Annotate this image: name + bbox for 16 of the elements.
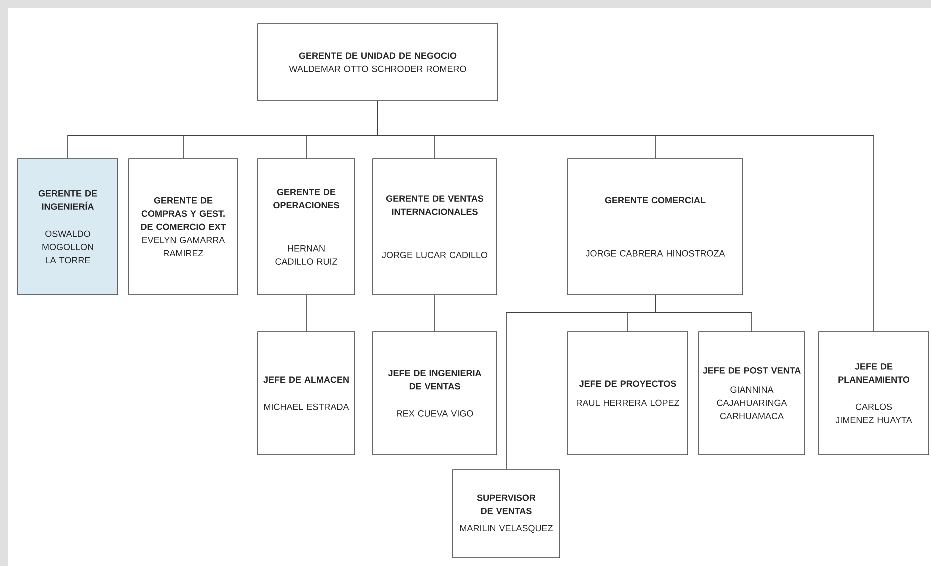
org-box: JEFE DE PLANEAMIENTO CARLOS JIMENEZ HUAYTA [818, 332, 930, 456]
connector-line [434, 295, 436, 332]
org-box: GERENTE DE VENTAS INTERNACIONALES JORGE LUCAR CADILLO [372, 158, 498, 296]
org-box: JEFE DE ALMACEN MICHAEL ESTRADA [258, 332, 356, 456]
org-box: GERENTE DE OPERACIONES HERNAN CADILLO RUIZ [258, 158, 356, 296]
org-box: GERENTE DE COMPRAS Y GEST. DE COMERCIO EXT EVELYN GAMARRA RAMIREZ [128, 158, 238, 296]
connector-line [306, 295, 307, 332]
org-box: JEFE DE POST VENTA GIANNINA CAJAHUARINGA CARHUAMACA [698, 332, 806, 456]
org-box: GERENTE DE INGENIERÍA OSWALDO MOGOLLON LA TORRE [18, 158, 118, 296]
org-box: GERENTE COMERCIAL JORGE CABRERA HINOSTROZA [568, 158, 744, 296]
connector-line [506, 295, 656, 470]
org-box: SUPERVISOR DE VENTAS MARILIN VELASQUEZ [452, 470, 560, 558]
org-box: GERENTE DE UNIDAD DE NEGOCIO WALDEMAR OTTO SCHRODER ROMERO [258, 24, 498, 102]
connector-line [378, 101, 874, 332]
org-box: JEFE DE PROYECTOS RAUL HERRERA LOPEZ [568, 332, 688, 456]
org-box: JEFE DE INGENIERIA DE VENTAS REX CUEVA VIGO [372, 332, 498, 456]
